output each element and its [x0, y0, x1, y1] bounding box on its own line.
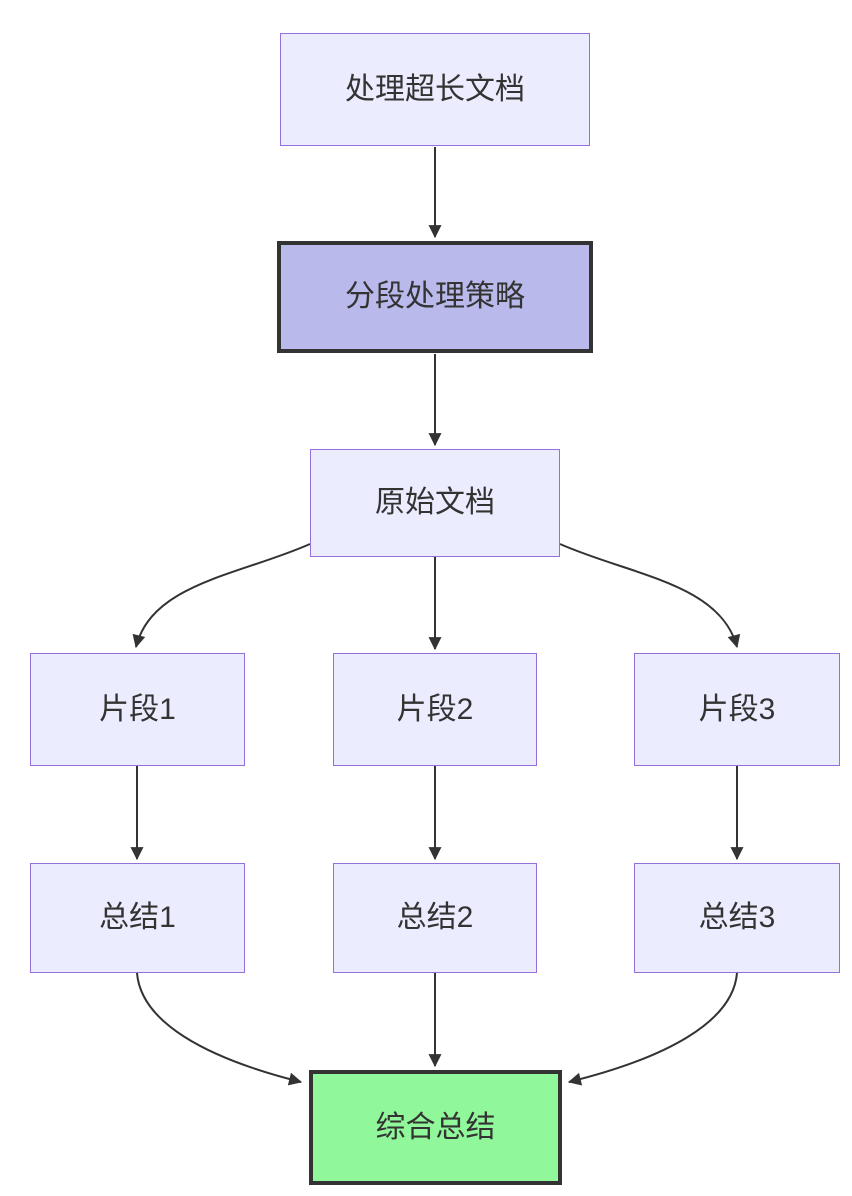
node-final-summary: 综合总结 [309, 1070, 562, 1185]
node-summary-2: 总结2 [333, 863, 537, 973]
node-fragment-1: 片段1 [30, 653, 245, 766]
node-fragment-2-label: 片段2 [396, 692, 474, 726]
node-summary-1-label: 总结1 [99, 901, 176, 934]
node-summary-3-label: 总结3 [698, 901, 776, 934]
edge-source-fragment3 [559, 543, 741, 649]
node-original-document-label: 原始文档 [375, 486, 495, 519]
edge-summary3-final [567, 972, 738, 1086]
node-final-summary-label: 综合总结 [375, 1110, 496, 1144]
node-summary-1: 总结1 [30, 863, 245, 973]
node-process-long-document-label: 处理超长文档 [345, 72, 525, 106]
node-segment-strategy: 分段处理策略 [277, 241, 593, 353]
node-original-document: 原始文档 [310, 449, 560, 557]
node-process-long-document: 处理超长文档 [280, 33, 590, 146]
edge-source-fragment1 [132, 543, 311, 649]
node-fragment-2: 片段2 [333, 653, 537, 766]
node-fragment-1-label: 片段1 [99, 692, 176, 726]
node-fragment-3-label: 片段3 [698, 692, 776, 726]
node-segment-strategy-label: 分段处理策略 [345, 280, 525, 313]
node-fragment-3: 片段3 [634, 653, 840, 766]
node-summary-3: 总结3 [634, 863, 840, 973]
edge-summary1-final [136, 972, 303, 1086]
node-summary-2-label: 总结2 [396, 901, 474, 934]
